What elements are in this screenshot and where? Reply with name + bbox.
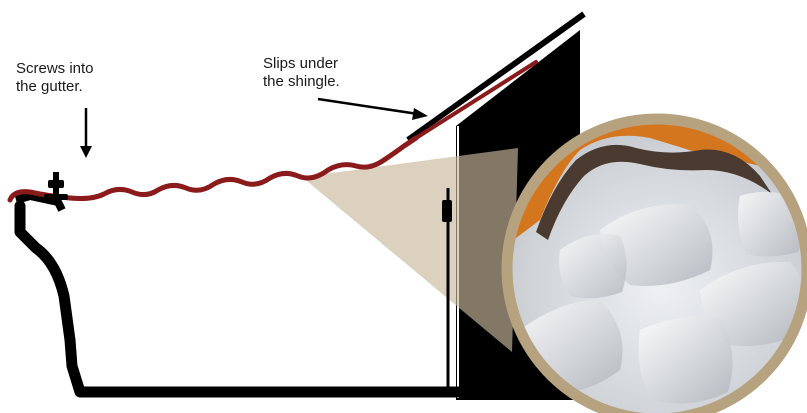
bracket-fastener: [442, 200, 452, 222]
zoom-cone: [302, 148, 518, 352]
arrow-down-icon: [80, 108, 92, 158]
screw-icon: [44, 172, 68, 202]
arrow-right-icon: [318, 99, 428, 120]
callout-screws-into-gutter: Screws into the gutter.: [16, 60, 156, 96]
callout-slips-under-shingle: Slips under the shingle.: [263, 55, 403, 91]
